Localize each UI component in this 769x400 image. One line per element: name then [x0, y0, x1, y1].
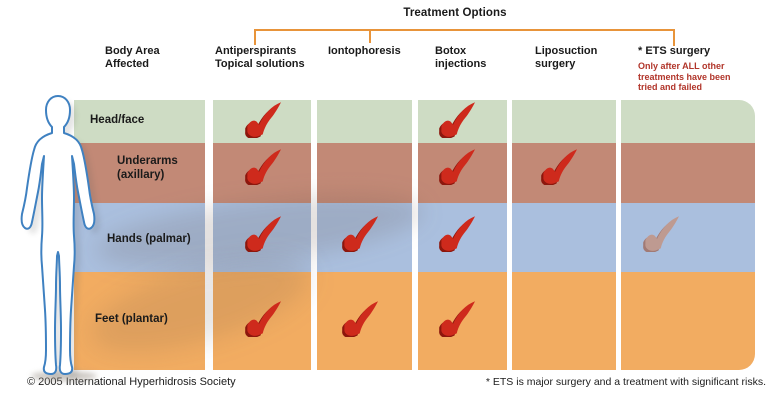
column-header-botox: Botox injections [435, 45, 487, 70]
bracket-tick-left [254, 29, 256, 45]
cell-body_area-feet [74, 272, 205, 370]
column-header-iontophoresis: Iontophoresis [328, 45, 401, 57]
cell-ets-feet [621, 272, 755, 370]
human-body-outline-icon [20, 95, 101, 381]
cell-liposuction-head [512, 100, 616, 143]
column-iontophoresis [317, 100, 412, 370]
row-label-feet: Feet (plantar) [95, 313, 168, 325]
check-icon [337, 299, 381, 342]
column-header-body-area: Body Area Affected [105, 45, 160, 70]
cell-ets-hands [621, 203, 755, 272]
ets-surgery-note: Only after ALL other treatments have bee… [638, 61, 731, 92]
bracket-tick-mid [369, 29, 371, 43]
check-icon [434, 147, 478, 190]
cell-ets-head [621, 100, 755, 143]
column-header-antiperspirants: Antiperspirants Topical solutions [215, 45, 305, 70]
cell-liposuction-underarms [512, 143, 616, 203]
bracket-tick-right [673, 29, 675, 46]
cell-body_area-underarms [74, 143, 205, 203]
column-header-liposuction: Liposuction surgery [535, 45, 598, 70]
cell-botox-hands [418, 203, 507, 272]
row-label-head-face: Head/face [90, 114, 145, 126]
cell-botox-feet [418, 272, 507, 370]
cell-iontophoresis-underarms [317, 143, 412, 203]
bracket-line [254, 29, 675, 31]
cell-liposuction-feet [512, 272, 616, 370]
column-liposuction [512, 100, 616, 370]
column-botox [418, 100, 507, 370]
cell-liposuction-hands [512, 203, 616, 272]
cell-botox-underarms [418, 143, 507, 203]
check-icon [240, 147, 284, 190]
check-icon-faded [638, 214, 682, 257]
check-icon [536, 147, 580, 190]
column-ets [621, 100, 755, 370]
row-label-hands: Hands (palmar) [107, 233, 191, 245]
check-icon [434, 299, 478, 342]
check-icon [240, 299, 284, 342]
cell-botox-head [418, 100, 507, 143]
cell-ets-underarms [621, 143, 755, 203]
check-icon [434, 214, 478, 257]
column-header-ets-surgery: * ETS surgery [638, 45, 711, 57]
check-icon [337, 214, 381, 257]
check-icon [240, 214, 284, 257]
check-icon [434, 100, 478, 143]
cell-iontophoresis-head [317, 100, 412, 143]
cell-body_area-head [74, 100, 205, 143]
cell-iontophoresis-hands [317, 203, 412, 272]
check-icon [240, 100, 284, 143]
page-title: Treatment Options [403, 7, 507, 19]
ets-disclaimer-text: * ETS is major surgery and a treatment w… [485, 376, 766, 388]
row-label-underarms: Underarms (axillary) [117, 155, 178, 181]
